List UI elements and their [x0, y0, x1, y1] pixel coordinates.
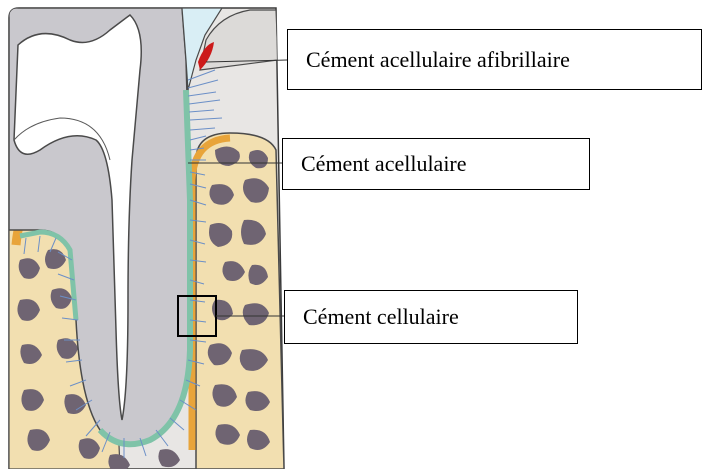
alveolar-bone-right: [196, 133, 284, 469]
label-text: Cément acellulaire afibrillaire: [306, 47, 570, 73]
label-acellular-afibrillar-cementum: Cément acellulaire afibrillaire: [287, 29, 702, 90]
label-cellular-cementum: Cément cellulaire: [284, 290, 578, 344]
label-text: Cément cellulaire: [303, 304, 459, 330]
label-text: Cément acellulaire: [301, 151, 467, 177]
label-acellular-cementum: Cément acellulaire: [282, 138, 590, 190]
